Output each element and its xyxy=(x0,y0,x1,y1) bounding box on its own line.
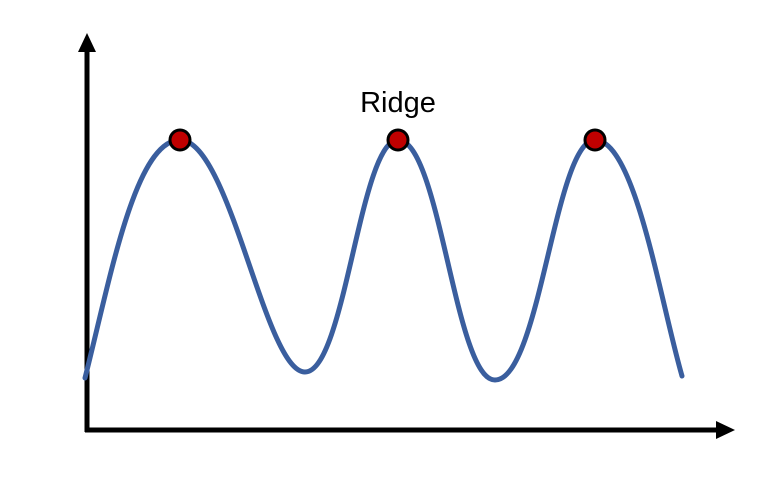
peak-marker-2 xyxy=(386,128,410,152)
peak-markers xyxy=(168,128,607,152)
ridge-label: Ridge xyxy=(360,87,436,119)
peak-marker-1 xyxy=(168,128,192,152)
peak-marker-3 xyxy=(583,128,607,152)
x-axis-arrowhead xyxy=(716,421,735,439)
ridge-curve xyxy=(82,137,685,383)
y-axis-arrowhead xyxy=(78,33,96,52)
